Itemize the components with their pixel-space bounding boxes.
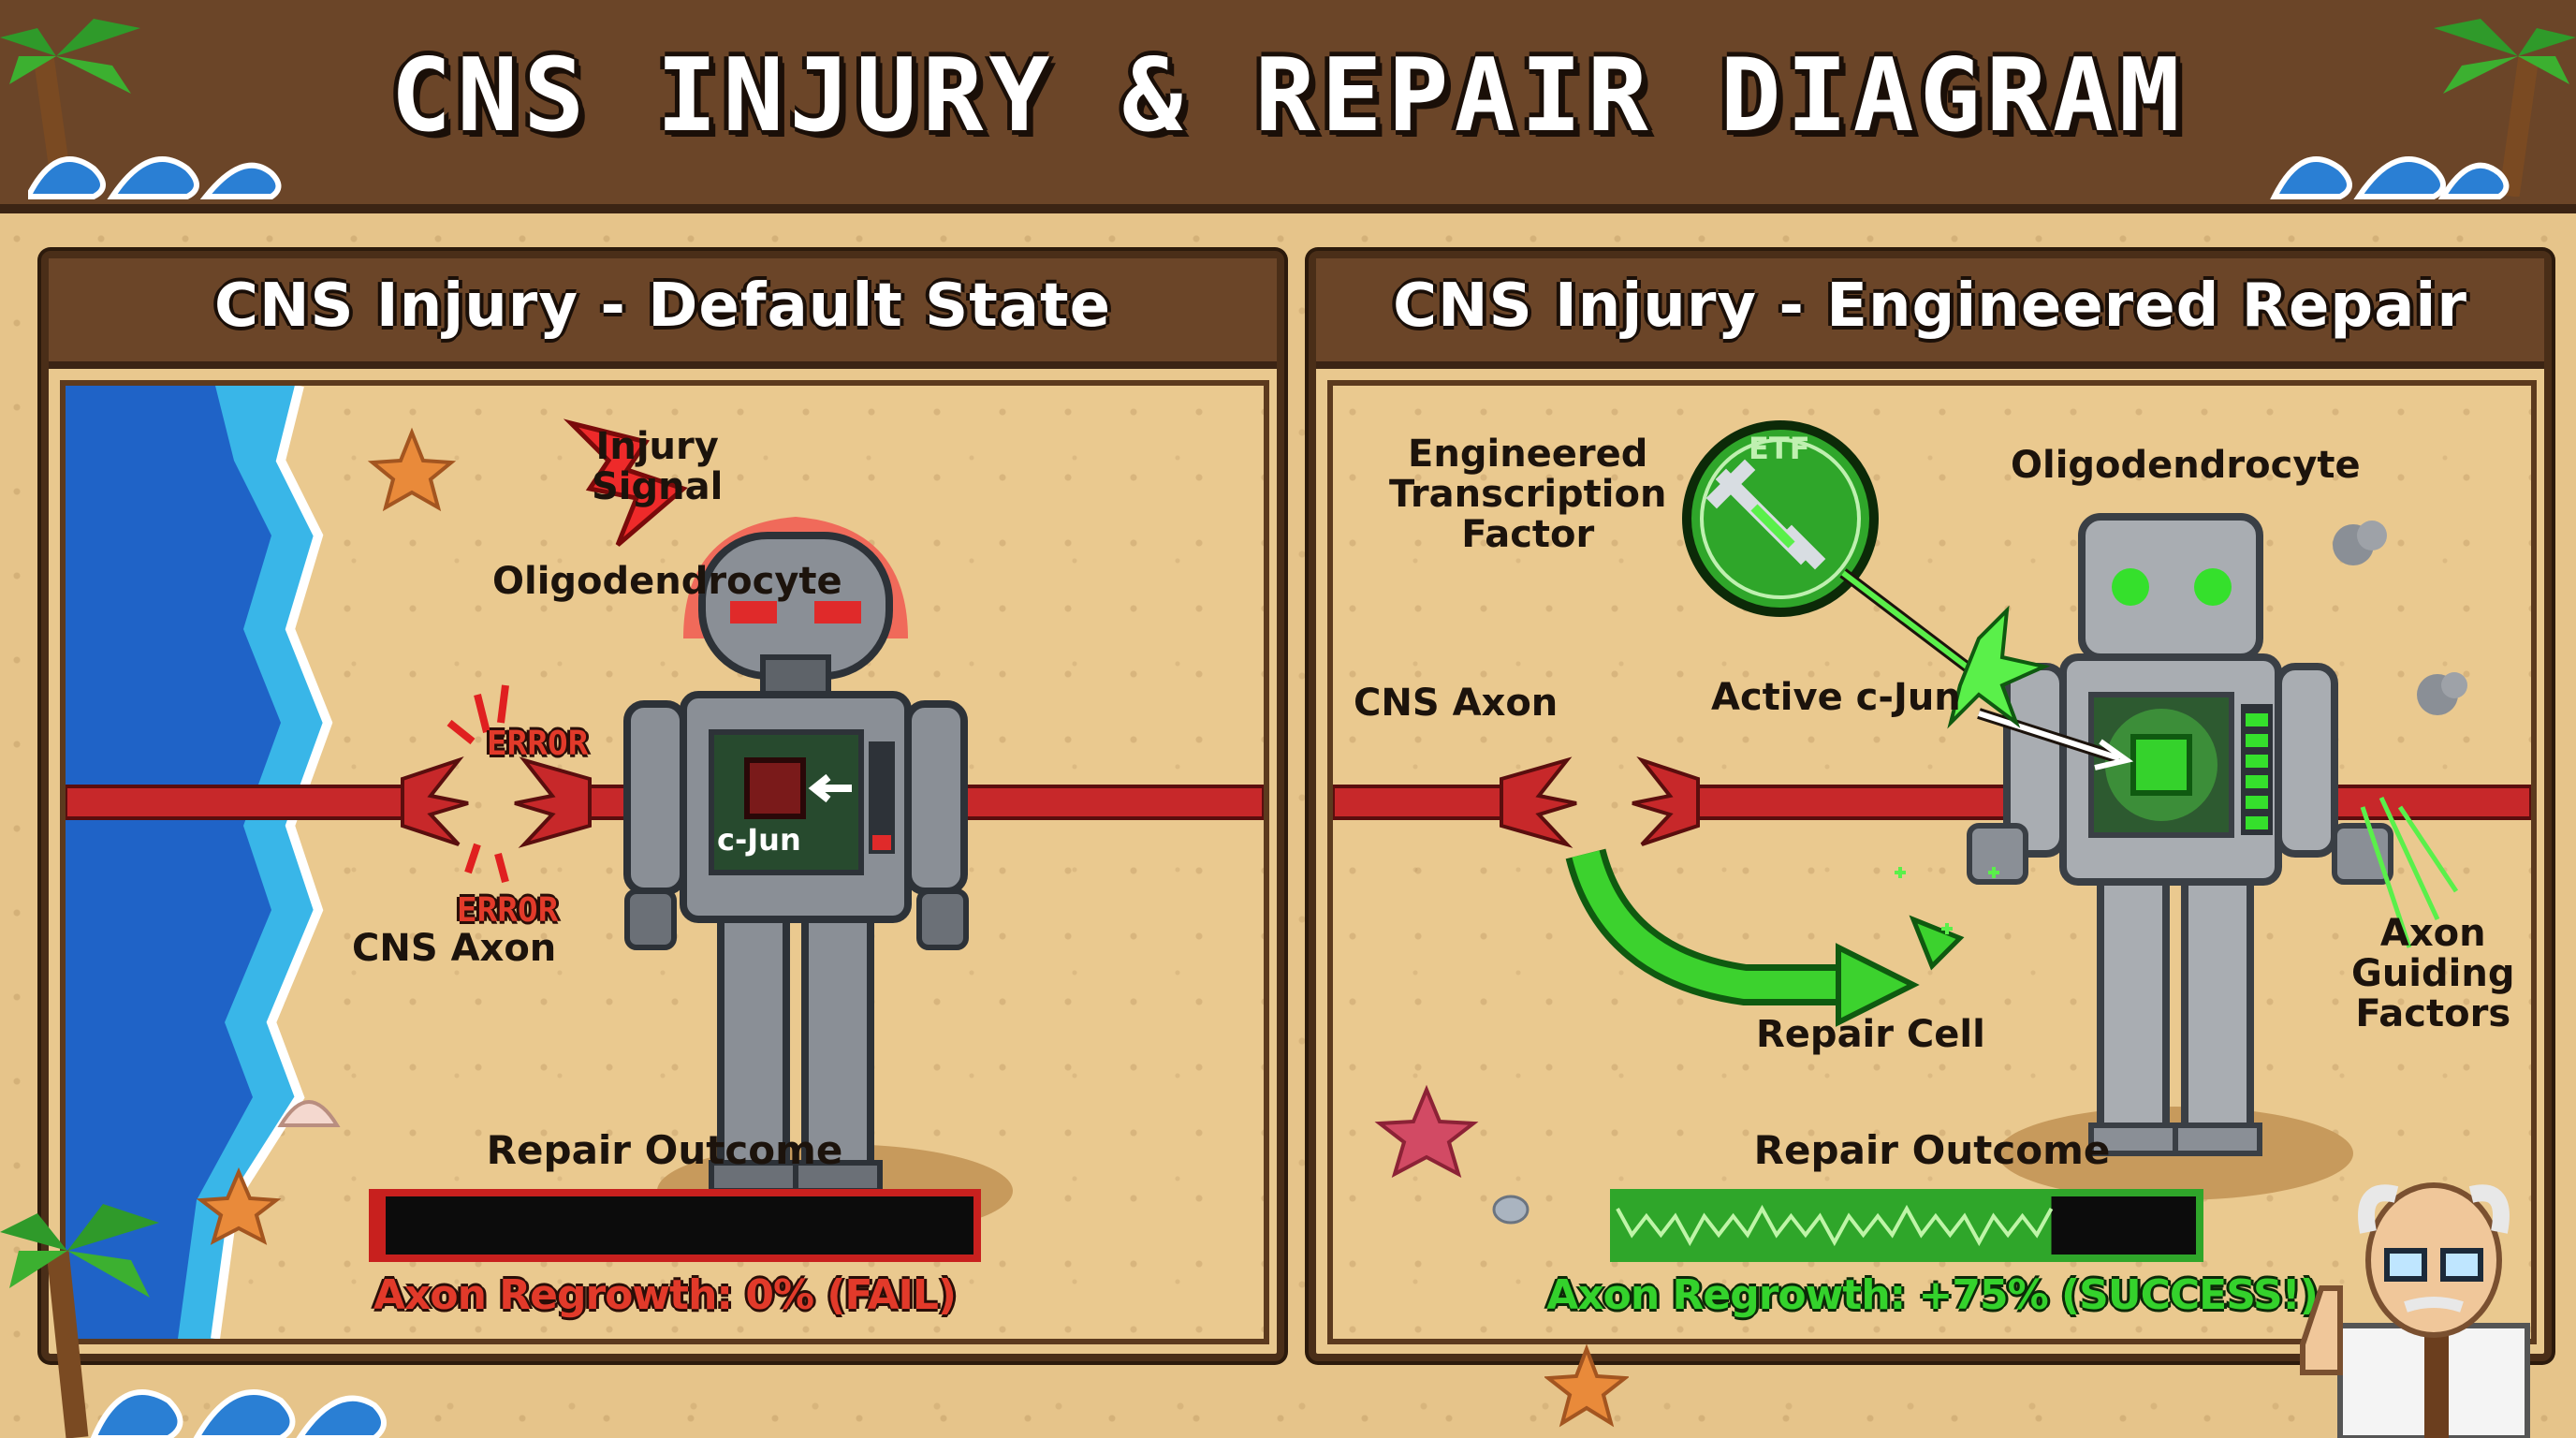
error-label-top: ERROR bbox=[487, 725, 589, 763]
c-jun-label: c-Jun bbox=[717, 822, 801, 858]
axon-left-segment bbox=[66, 785, 404, 820]
panel-body: Engineered Transcription Factor ETF Olig… bbox=[1327, 380, 2537, 1344]
regrowth-arrow bbox=[1572, 850, 1857, 999]
axon-end-left bbox=[1500, 756, 1577, 848]
cns-axon-label: CNS Axon bbox=[1354, 682, 1559, 725]
wave-icon bbox=[90, 1389, 387, 1438]
arrow-icon bbox=[1978, 711, 2120, 761]
palm-tree-icon bbox=[0, 1204, 159, 1438]
header-bar: CNS INJURY & REPAIR DIAGRAM bbox=[0, 0, 2576, 213]
regrowth-result-text: Axon Regrowth: +75% (SUCCESS!) bbox=[1546, 1271, 2319, 1319]
engineered-tf-label: Engineered Transcription Factor bbox=[1389, 433, 1667, 557]
panel-title: CNS Injury - Engineered Repair bbox=[1393, 271, 2467, 341]
regrowth-bar-fill bbox=[376, 1196, 386, 1255]
panel-header: CNS Injury - Engineered Repair bbox=[1316, 258, 2544, 369]
oligodendrocyte-label: Oligodendrocyte bbox=[2011, 444, 2361, 487]
injury-signal-label: Injury Signal bbox=[592, 425, 724, 509]
scientist-avatar bbox=[2300, 1182, 2530, 1438]
starfish-icon bbox=[1374, 1084, 1479, 1178]
error-label-bottom: ERROR bbox=[457, 891, 559, 930]
oligodendrocyte-robot bbox=[623, 532, 969, 1194]
default-state-panel: CNS Injury - Default State bbox=[41, 251, 1284, 1361]
foam bbox=[211, 386, 333, 1339]
arrow-icon bbox=[2094, 739, 2134, 770]
etf-badge-label: ETF bbox=[1749, 431, 1810, 466]
arrow-head-icon bbox=[1909, 915, 1965, 971]
active-c-jun-chip bbox=[2130, 734, 2192, 796]
oligodendrocyte-robot bbox=[1967, 513, 2393, 1156]
oligodendrocyte-label: Oligodendrocyte bbox=[492, 560, 842, 603]
wave-icon bbox=[28, 156, 282, 199]
shell-icon bbox=[277, 1100, 341, 1127]
axon-guiding-label: Axon Guiding Factors bbox=[2351, 912, 2515, 1036]
regrowth-bar-track bbox=[369, 1189, 981, 1262]
spark-icon bbox=[446, 684, 509, 884]
c-jun-chip bbox=[744, 757, 806, 819]
palm-tree-icon bbox=[2434, 19, 2576, 197]
panel-header: CNS Injury - Default State bbox=[49, 258, 1277, 369]
panel-title: CNS Injury - Default State bbox=[214, 271, 1111, 341]
default-state-illustration bbox=[66, 386, 1264, 1339]
engineered-repair-illustration bbox=[1333, 420, 2531, 1262]
lightning-icon bbox=[563, 418, 688, 547]
starfish-icon bbox=[367, 427, 457, 512]
active-c-jun-label: Active c-Jun bbox=[1711, 676, 1961, 719]
outcome-title: Repair Outcome bbox=[1753, 1127, 2111, 1173]
sparkle-icon bbox=[2360, 796, 2459, 948]
engineered-repair-panel: CNS Injury - Engineered Repair bbox=[1309, 251, 2552, 1361]
starfish-icon bbox=[196, 1167, 282, 1245]
pebble-icon bbox=[1492, 1195, 1530, 1225]
axon-end-right bbox=[1632, 756, 1700, 846]
starfish-icon bbox=[1544, 1344, 1629, 1428]
outcome-title: Repair Outcome bbox=[486, 1127, 843, 1173]
wave-icon bbox=[2270, 156, 2510, 199]
regrowth-waveform bbox=[1616, 1204, 2054, 1247]
burst-icon bbox=[1947, 605, 2051, 729]
sparkle-icon bbox=[1895, 867, 1999, 934]
arrow-head-icon bbox=[1836, 943, 1920, 1027]
repair-cell-label: Repair Cell bbox=[1756, 1013, 1985, 1056]
regrowth-result-text: Axon Regrowth: 0% (FAIL) bbox=[373, 1271, 957, 1319]
arrow-icon bbox=[808, 773, 852, 803]
panel-body: Injury Signal Oligodendrocyte ERROR ERRO… bbox=[60, 380, 1269, 1344]
axon-left-segment bbox=[1333, 785, 1503, 820]
page-title: CNS INJURY & REPAIR DIAGRAM bbox=[390, 37, 2186, 154]
axon-broken-end-right bbox=[514, 756, 592, 848]
cns-axon-label: CNS Axon bbox=[352, 927, 557, 970]
axon-broken-end-left bbox=[401, 756, 469, 846]
